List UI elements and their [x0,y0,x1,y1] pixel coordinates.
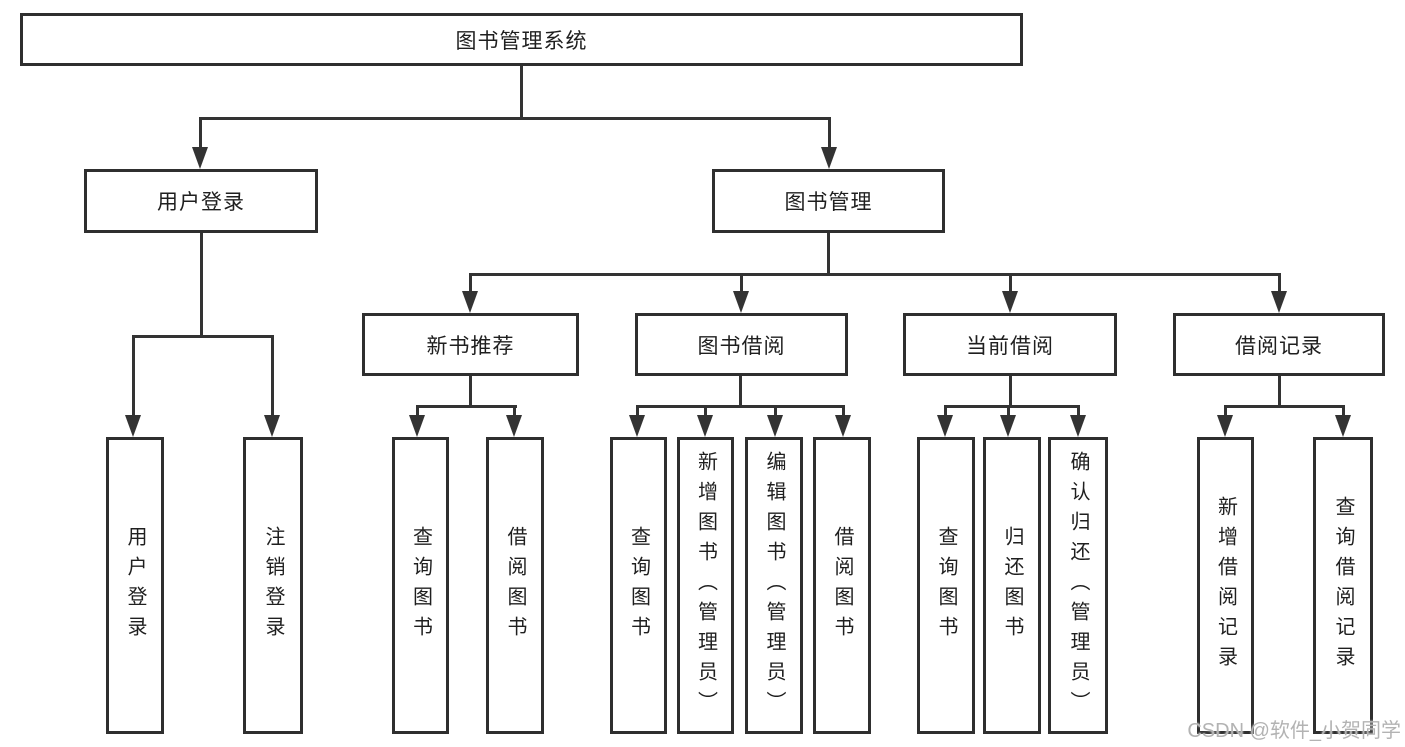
node-book-borrow-label: 图书借阅 [697,334,786,358]
connector-line [199,117,202,151]
leaf-newbook-borrow: 借阅图书 [486,437,544,734]
leaf-borrow-borrow: 借阅图书 [813,437,871,734]
leaf-newbook-borrow-label: 借阅图书 [504,525,526,646]
leaf-current-query-label: 查询图书 [935,525,957,646]
connector-line [1007,405,1010,419]
connector-line [944,405,1080,408]
arrow-down-icon [1217,415,1233,437]
node-root-label: 图书管理系统 [455,29,588,53]
leaf-record-add-label: 新增借阅记录 [1214,495,1237,676]
connector-line [200,233,203,335]
connector-line [416,405,419,419]
connector-line [739,376,742,405]
node-current-borrow: 当前借阅 [903,313,1117,376]
leaf-borrow-add-admin: 新增图书（管理员） [677,437,734,734]
arrow-down-icon [506,415,522,437]
connector-line [944,405,947,419]
node-root: 图书管理系统 [20,13,1023,66]
arrow-down-icon [192,147,208,169]
node-borrow-records-label: 借阅记录 [1235,334,1323,358]
arrow-down-icon [733,291,749,313]
node-user-login-branch: 用户登录 [84,169,318,233]
arrow-down-icon [821,147,837,169]
connector-line [416,405,517,408]
leaf-current-confirm-admin: 确认归还（管理员） [1048,437,1108,734]
connector-line [469,273,472,295]
connector-line [740,273,743,295]
connector-line [1224,405,1345,408]
connector-line [1278,273,1281,295]
node-new-book-recommend: 新书推荐 [362,313,579,376]
csdn-watermark: CSDN @软件_小贺同学 [1187,720,1401,742]
arrow-down-icon [835,415,851,437]
arrow-down-icon [629,415,645,437]
leaf-borrow-query-label: 查询图书 [627,525,650,646]
connector-line [132,335,135,419]
leaf-logout: 注销登录 [243,437,303,734]
connector-line [1009,376,1012,405]
connector-line [520,66,523,119]
arrow-down-icon [767,415,783,437]
leaf-borrow-add-admin-label: 新增图书（管理员） [694,450,717,721]
arrow-down-icon [125,415,141,437]
leaf-borrow-edit-admin-label: 编辑图书（管理员） [763,450,785,721]
connector-line [1077,405,1080,419]
connector-line [1009,273,1012,295]
node-new-book-recommend-label: 新书推荐 [426,334,515,358]
arrow-down-icon [1271,291,1287,313]
arrow-down-icon [1335,415,1351,437]
leaf-newbook-query-label: 查询图书 [409,525,432,646]
node-book-management-branch: 图书管理 [712,169,945,233]
connector-line [1278,376,1281,405]
connector-line [1342,405,1345,419]
connector-line [271,335,274,419]
connector-line [513,405,516,419]
arrow-down-icon [462,291,478,313]
leaf-logout-label: 注销登录 [262,525,284,646]
arrow-down-icon [409,415,425,437]
node-book-borrow: 图书借阅 [635,313,848,376]
connector-line [827,233,830,273]
arrow-down-icon [264,415,280,437]
leaf-record-add: 新增借阅记录 [1197,437,1254,734]
leaf-borrow-edit-admin: 编辑图书（管理员） [745,437,803,734]
connector-line [636,405,639,419]
leaf-current-query: 查询图书 [917,437,975,734]
leaf-record-query-label: 查询借阅记录 [1332,495,1354,676]
leaf-current-return: 归还图书 [983,437,1041,734]
leaf-record-query: 查询借阅记录 [1313,437,1373,734]
connector-line [199,117,831,120]
node-current-borrow-label: 当前借阅 [966,334,1054,358]
leaf-borrow-query: 查询图书 [610,437,667,734]
connector-line [774,405,777,419]
arrow-down-icon [1002,291,1018,313]
arrow-down-icon [1070,415,1086,437]
connector-line [1224,405,1227,419]
leaf-user-login: 用户登录 [106,437,164,734]
connector-line [469,376,472,405]
node-user-login-branch-label: 用户登录 [157,191,245,214]
arrow-down-icon [1000,415,1016,437]
connector-line [828,117,831,151]
leaf-user-login-label: 用户登录 [124,525,146,646]
leaf-newbook-query: 查询图书 [392,437,449,734]
leaf-current-confirm-admin-label: 确认归还（管理员） [1067,450,1089,721]
connector-line [132,335,274,338]
connector-line [842,405,845,419]
connector-line [704,405,707,419]
leaf-current-return-label: 归还图书 [1001,525,1023,646]
leaf-borrow-borrow-label: 借阅图书 [831,525,853,646]
node-borrow-records: 借阅记录 [1173,313,1385,376]
connector-line [636,405,845,408]
arrow-down-icon [697,415,713,437]
node-book-management-branch-label: 图书管理 [784,191,873,214]
arrow-down-icon [937,415,953,437]
connector-line [469,273,1281,276]
